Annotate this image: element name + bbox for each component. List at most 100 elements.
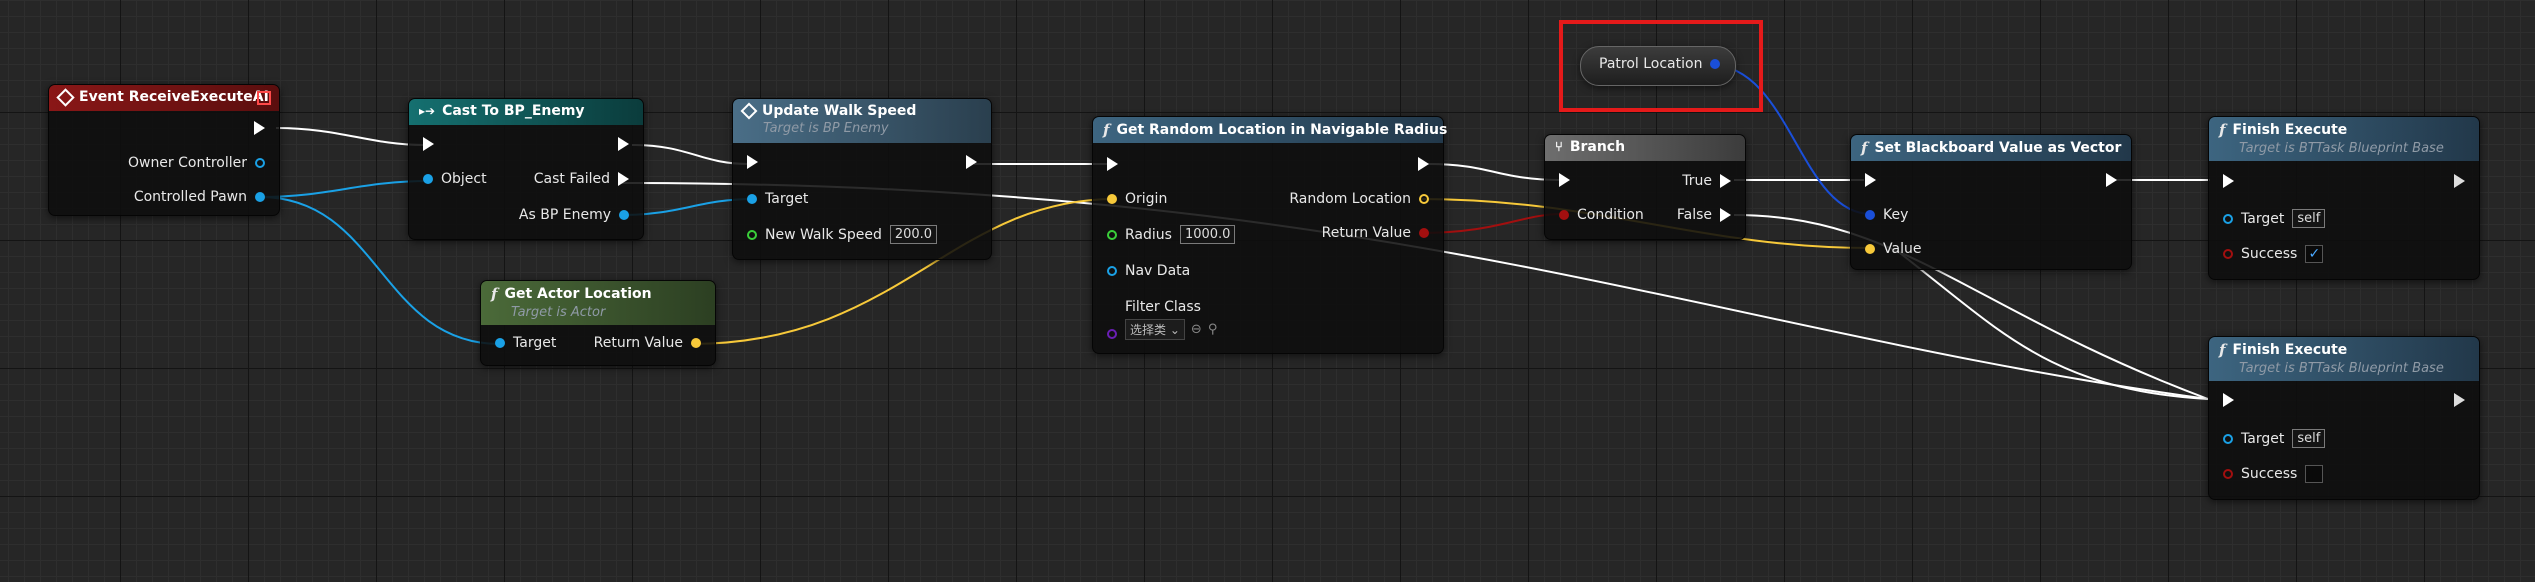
random-location-pin[interactable] bbox=[1419, 194, 1429, 204]
target-input[interactable]: self bbox=[2292, 429, 2326, 448]
exec-in-pin[interactable] bbox=[2223, 174, 2234, 188]
event-receive-execute-ai-node[interactable]: Event ReceiveExecuteAI Owner Controller … bbox=[48, 84, 280, 216]
success-pin[interactable] bbox=[2223, 249, 2233, 259]
pin-label: Return Value bbox=[593, 335, 683, 351]
search-icon[interactable]: ⚲ bbox=[1207, 322, 1218, 337]
pin-label: Cast Failed bbox=[533, 171, 610, 187]
function-icon: f bbox=[2219, 121, 2226, 139]
pin-label: Controlled Pawn bbox=[133, 189, 247, 205]
node-title: Update Walk Speed bbox=[762, 103, 917, 119]
node-header: ⑂ Branch bbox=[1545, 135, 1745, 161]
pin-label: Return Value bbox=[1321, 225, 1411, 241]
pin-label: Value bbox=[1883, 241, 1922, 257]
event-diamond-icon bbox=[56, 87, 75, 107]
node-header: Update Walk Speed Target is BP Enemy bbox=[733, 99, 991, 143]
arrow-left-icon[interactable]: ⊖ bbox=[1190, 322, 1202, 337]
pin-label: Owner Controller bbox=[127, 155, 247, 171]
radius-pin[interactable] bbox=[1107, 229, 1117, 240]
exec-out-pin[interactable] bbox=[618, 137, 629, 151]
success-pin[interactable] bbox=[2223, 469, 2233, 479]
node-subtitle: Target is BP Enemy bbox=[763, 121, 889, 136]
filter-class-select[interactable]: 选择类 ⌄ bbox=[1125, 319, 1185, 340]
exec-in-pin[interactable] bbox=[1107, 157, 1118, 171]
pin-label: Nav Data bbox=[1125, 263, 1191, 279]
branch-icon: ⑂ bbox=[1555, 139, 1563, 155]
patrol-location-node[interactable]: Patrol Location bbox=[1580, 46, 1736, 86]
branch-node[interactable]: ⑂Branch True Condition False bbox=[1544, 134, 1746, 240]
value-pin[interactable] bbox=[1865, 244, 1875, 254]
target-input[interactable]: self bbox=[2292, 209, 2326, 228]
exec-out-pin[interactable] bbox=[254, 121, 265, 135]
radius-input[interactable]: 1000.0 bbox=[1179, 225, 1236, 244]
target-pin[interactable] bbox=[2223, 213, 2233, 224]
false-pin[interactable] bbox=[1720, 208, 1731, 222]
controlled-pawn-pin[interactable] bbox=[255, 192, 265, 202]
target-pin[interactable] bbox=[2223, 433, 2233, 444]
object-wire bbox=[259, 180, 430, 198]
exec-in-pin[interactable] bbox=[1865, 173, 1876, 187]
exec-in-pin[interactable] bbox=[2223, 393, 2234, 407]
exec-out-pin[interactable] bbox=[2106, 173, 2117, 187]
exec-out-pin[interactable] bbox=[2454, 393, 2465, 407]
owner-controller-pin[interactable] bbox=[255, 158, 265, 168]
cast-arrow-icon: ▸➔ bbox=[419, 104, 436, 118]
function-icon: f bbox=[2219, 341, 2226, 359]
node-title: Set Blackboard Value as Vector bbox=[1874, 140, 2122, 156]
update-walk-speed-node[interactable]: Update Walk Speed Target is BP Enemy Tar… bbox=[732, 98, 992, 260]
exec-out-pin[interactable] bbox=[966, 155, 977, 169]
exec-in-pin[interactable] bbox=[747, 155, 758, 169]
cast-failed-pin[interactable] bbox=[618, 172, 629, 186]
node-title: Finish Execute bbox=[2232, 342, 2348, 358]
cast-to-bp-enemy-node[interactable]: ▸➔Cast To BP_Enemy Object Cast Failed As… bbox=[408, 98, 644, 240]
exec-pin-icon[interactable] bbox=[254, 121, 265, 135]
select-value: 选择类 bbox=[1130, 323, 1167, 337]
node-subtitle: Target is Actor bbox=[511, 305, 606, 320]
as-bp-enemy-pin[interactable] bbox=[619, 210, 629, 220]
success-checkbox[interactable] bbox=[2305, 465, 2324, 483]
node-header: f Finish Execute Target is BTTask Bluepri… bbox=[2209, 117, 2479, 161]
return-value-pin[interactable] bbox=[1419, 228, 1429, 238]
pin-label: Success bbox=[2241, 466, 2298, 482]
exec-in-pin[interactable] bbox=[1559, 173, 1570, 187]
target-pin[interactable] bbox=[495, 338, 505, 348]
pin-label: Target bbox=[2241, 430, 2285, 447]
origin-pin[interactable] bbox=[1107, 194, 1117, 204]
exec-out-pin[interactable] bbox=[1418, 157, 1429, 171]
new-walk-speed-pin[interactable] bbox=[747, 229, 757, 240]
stop-square-icon[interactable] bbox=[257, 91, 271, 105]
condition-pin[interactable] bbox=[1559, 210, 1569, 220]
exec-wire bbox=[1895, 249, 2209, 400]
patrol-location-pin[interactable] bbox=[1710, 59, 1721, 69]
node-title: Finish Execute bbox=[2232, 122, 2348, 138]
node-header: ▸➔Cast To BP_Enemy bbox=[409, 99, 643, 125]
exec-in-pin[interactable] bbox=[423, 137, 434, 151]
node-title: Event ReceiveExecuteAI bbox=[79, 89, 269, 105]
object-pin[interactable] bbox=[423, 174, 433, 184]
pin-label: Success bbox=[2241, 246, 2298, 262]
finish-execute-node-1[interactable]: f Finish Execute Target is BTTask Bluepri… bbox=[2208, 116, 2480, 280]
success-checkbox[interactable]: ✓ bbox=[2305, 245, 2324, 263]
new-walk-speed-input[interactable]: 200.0 bbox=[889, 225, 938, 244]
exec-wire bbox=[275, 127, 425, 146]
true-pin[interactable] bbox=[1720, 174, 1731, 188]
filter-class-pin[interactable] bbox=[1107, 328, 1117, 339]
key-pin[interactable] bbox=[1865, 210, 1875, 220]
nav-data-pin[interactable] bbox=[1107, 266, 1117, 276]
pin-label: Target bbox=[513, 335, 557, 351]
node-title: Branch bbox=[1569, 139, 1626, 155]
pin-label: Random Location bbox=[1289, 191, 1411, 207]
return-value-pin[interactable] bbox=[691, 338, 701, 348]
event-diamond-icon bbox=[740, 102, 758, 120]
node-header: Event ReceiveExecuteAI bbox=[49, 85, 279, 111]
node-subtitle: Target is BTTask Blueprint Base bbox=[2239, 141, 2444, 156]
pin-label: New Walk Speed bbox=[765, 226, 882, 243]
target-pin[interactable] bbox=[747, 194, 757, 204]
pin-label: False bbox=[1676, 207, 1712, 223]
